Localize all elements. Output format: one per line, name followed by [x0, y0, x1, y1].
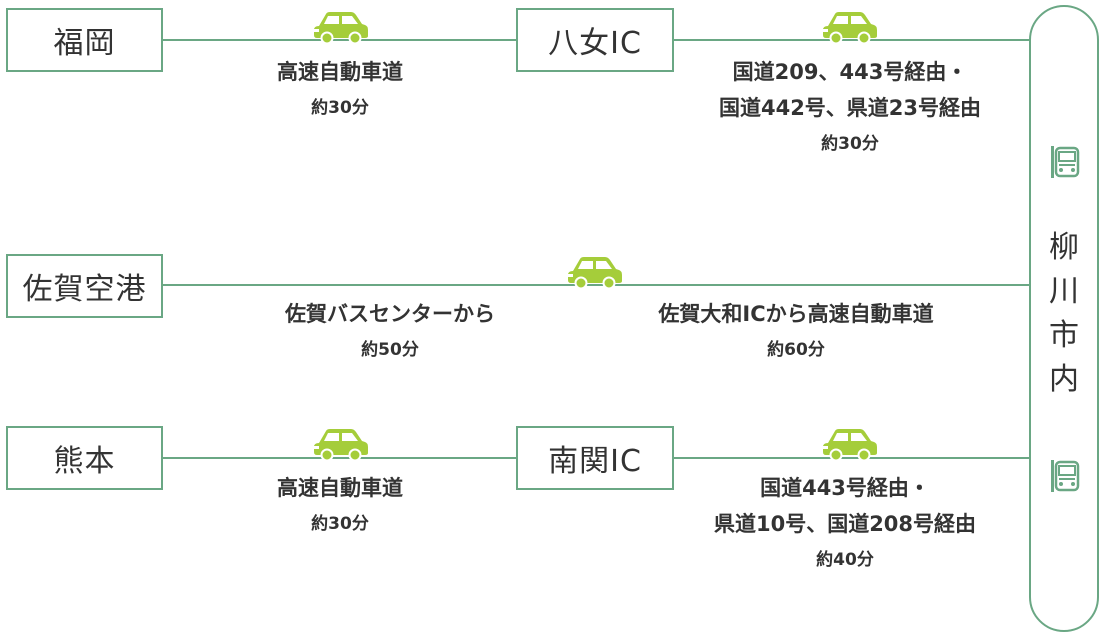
route-label: 佐賀大和ICから高速自動車道 約60分 — [598, 296, 994, 368]
bus-icon — [1050, 456, 1080, 496]
destination-char: 内 — [1049, 362, 1079, 397]
travel-time: 約30分 — [311, 514, 369, 534]
route-label: 高速自動車道 約30分 — [230, 54, 450, 126]
destination-yanagawa-city — [1029, 5, 1099, 632]
via-yame-ic: 八女IC — [516, 8, 674, 72]
travel-time: 約30分 — [311, 98, 369, 118]
route-label: 国道443号経由・ 県道10号、国道208号経由 約40分 — [660, 470, 1030, 578]
bus-icon — [1050, 142, 1080, 182]
car-icon — [313, 10, 369, 44]
destination-char: 市 — [1049, 318, 1079, 353]
route-label: 佐賀バスセンターから 約50分 — [230, 296, 550, 368]
route-label: 高速自動車道 約30分 — [230, 470, 450, 542]
via-nankan-ic: 南関IC — [516, 426, 674, 490]
travel-time: 約30分 — [821, 134, 879, 154]
travel-time: 約60分 — [767, 340, 825, 360]
origin-kumamoto: 熊本 — [6, 426, 163, 490]
car-icon — [313, 427, 369, 461]
route-text: 高速自動車道 — [277, 476, 403, 500]
route-text: 国道443号経由・ — [760, 476, 930, 500]
route-line-saga — [162, 284, 1030, 286]
route-text: 佐賀大和ICから高速自動車道 — [658, 302, 934, 326]
route-text: 国道209、443号経由・ — [732, 60, 968, 84]
car-icon — [567, 255, 623, 289]
route-text: 国道442号、県道23号経由 — [718, 96, 982, 120]
car-icon — [822, 10, 878, 44]
destination-char: 柳 — [1049, 230, 1079, 265]
origin-saga-airport: 佐賀空港 — [6, 254, 163, 318]
route-text: 県道10号、国道208号経由 — [713, 512, 977, 536]
route-text: 佐賀バスセンターから — [285, 302, 495, 326]
travel-time: 約50分 — [361, 340, 419, 360]
destination-char: 川 — [1049, 274, 1079, 309]
origin-fukuoka: 福岡 — [6, 8, 163, 72]
destination-name: 柳 川 市 内 — [1029, 226, 1099, 402]
travel-time: 約40分 — [816, 550, 874, 570]
route-label: 国道209、443号経由・ 国道442号、県道23号経由 約30分 — [668, 54, 1032, 162]
car-icon — [822, 427, 878, 461]
route-text: 高速自動車道 — [277, 60, 403, 84]
